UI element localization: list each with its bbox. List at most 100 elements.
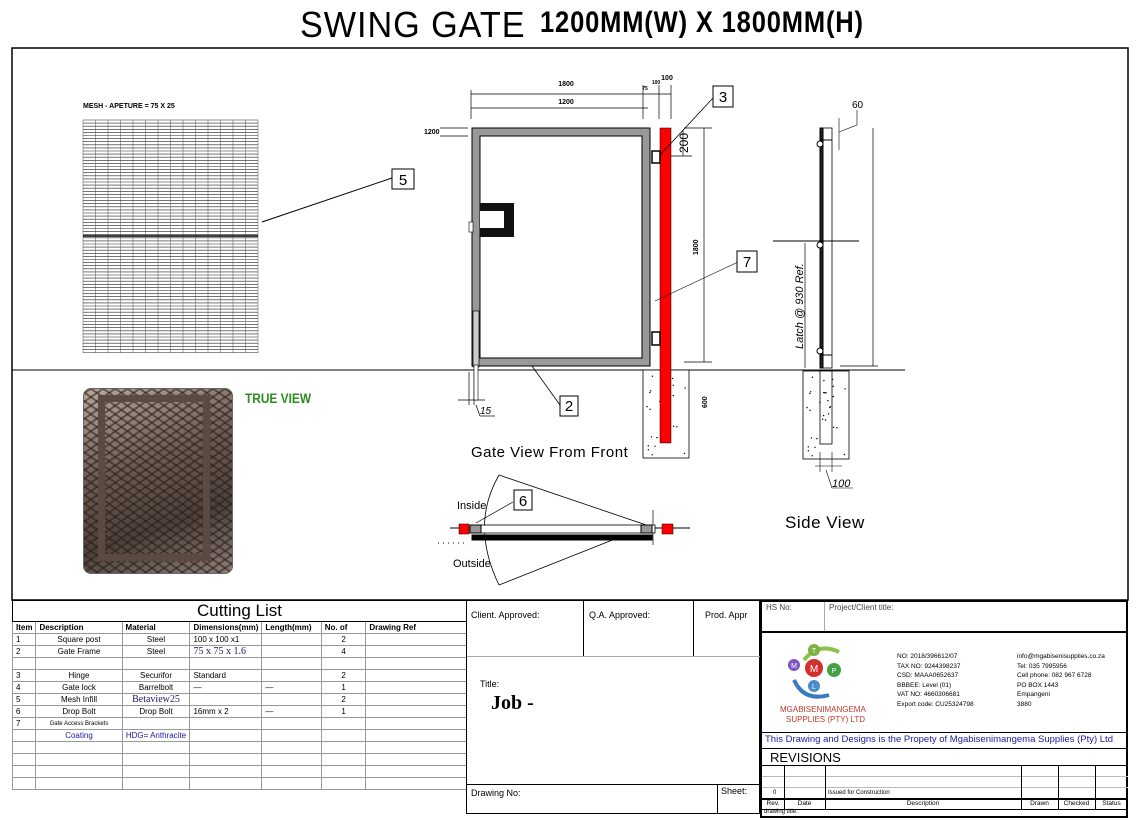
table-cell bbox=[261, 765, 322, 778]
table-cell: Coating bbox=[35, 729, 123, 742]
column-header: Drawing Ref bbox=[365, 621, 467, 634]
side-view bbox=[773, 110, 878, 489]
approval-block: Client. Approved: Q.A. Approved: Prod. A… bbox=[466, 600, 761, 814]
gate-frame bbox=[471, 127, 651, 367]
sheet-label: Sheet: bbox=[721, 786, 748, 796]
table-cell: 2 bbox=[11, 645, 37, 658]
table-cell bbox=[261, 741, 322, 754]
table-cell bbox=[365, 693, 467, 706]
table-cell bbox=[320, 765, 367, 778]
table-cell: Square post bbox=[35, 633, 123, 646]
prod-approved-label: Prod. Appr bbox=[705, 610, 748, 620]
table-cell bbox=[365, 729, 467, 742]
dim-gate-width: 1200 bbox=[558, 99, 574, 106]
table-cell: Steel bbox=[121, 633, 191, 646]
table-cell: 3 bbox=[11, 669, 37, 682]
dim-hinge-offset: 200 bbox=[677, 133, 691, 153]
table-row bbox=[11, 777, 467, 790]
client-approved-label: Client. Approved: bbox=[471, 610, 540, 620]
table-cell bbox=[11, 729, 37, 742]
column-header: Material bbox=[121, 621, 191, 634]
table-cell bbox=[365, 645, 467, 658]
table-cell bbox=[365, 777, 467, 790]
table-cell bbox=[320, 717, 367, 730]
table-cell: 16mm x 2 bbox=[189, 705, 263, 718]
table-cell bbox=[365, 657, 467, 670]
table-row bbox=[11, 753, 467, 766]
drawing-dimensions-title: 1200MM(W) X 1800MM(H) bbox=[540, 6, 864, 39]
plan-view bbox=[438, 474, 690, 586]
cutting-list-title: Cutting List bbox=[12, 600, 467, 622]
mesh-label: MESH - APETURE = 75 X 25 bbox=[83, 103, 175, 110]
contact-line: info@mgabisenisupplies.co.za bbox=[1017, 653, 1105, 660]
table-cell bbox=[261, 693, 322, 706]
table-cell bbox=[320, 729, 367, 742]
callout-6: 6 bbox=[519, 493, 527, 510]
table-cell bbox=[261, 717, 322, 730]
table-cell bbox=[11, 765, 37, 778]
hinge-bottom bbox=[651, 331, 661, 346]
svg-text:T: T bbox=[812, 648, 817, 655]
company-title-block: HS No: Project/Client title: T M M P L M… bbox=[760, 600, 1128, 818]
table-cell: HDG= Anthracite bbox=[121, 729, 191, 742]
table-cell bbox=[320, 657, 367, 670]
table-cell: Drop Bolt bbox=[35, 705, 123, 718]
revision-header: Description bbox=[906, 800, 940, 807]
table-cell: Mesh Infill bbox=[35, 693, 123, 706]
dim-top-offset: 1200 bbox=[424, 129, 440, 136]
table-cell bbox=[11, 777, 37, 790]
table-cell bbox=[35, 777, 123, 790]
title-label: Title: bbox=[480, 679, 500, 689]
reg-line: TAX NO: 9244398237 bbox=[897, 662, 961, 670]
property-notice: This Drawing and Designs is the Propety … bbox=[765, 734, 1113, 745]
table-cell bbox=[365, 681, 467, 694]
reg-line: VAT NO: 4660306681 bbox=[897, 691, 960, 699]
table-cell: Gate Frame bbox=[35, 645, 123, 658]
table-cell bbox=[189, 753, 263, 766]
table-cell: 1 bbox=[320, 681, 367, 694]
drawing-title-label: drawing title: bbox=[764, 809, 798, 815]
true-view-photo bbox=[83, 388, 233, 574]
table-cell bbox=[261, 645, 322, 658]
table-cell: Gate lock bbox=[35, 681, 123, 694]
svg-text:L: L bbox=[812, 684, 816, 691]
table-cell: 5 bbox=[11, 693, 37, 706]
table-cell bbox=[35, 657, 123, 670]
revision-header: Drawn bbox=[1030, 800, 1049, 807]
contact-line: PO BOX 1443 bbox=[1017, 681, 1059, 689]
table-cell bbox=[365, 633, 467, 646]
dim-gap: 75 bbox=[642, 86, 648, 92]
dim-overall-width: 1800 bbox=[558, 81, 574, 88]
table-cell bbox=[365, 753, 467, 766]
callout-box-5 bbox=[391, 168, 415, 190]
table-cell: 6 bbox=[11, 705, 37, 718]
drawing-no-label: Drawing No: bbox=[471, 788, 521, 798]
table-cell bbox=[365, 717, 467, 730]
table-cell bbox=[320, 741, 367, 754]
outside-label: Outside bbox=[453, 558, 491, 570]
table-cell: 100 x 100 x1 bbox=[189, 633, 263, 646]
table-cell bbox=[261, 753, 322, 766]
table-cell bbox=[365, 741, 467, 754]
table-cell bbox=[261, 633, 322, 646]
table-cell bbox=[320, 753, 367, 766]
hs-no-label: HS No: bbox=[766, 603, 792, 612]
reg-line: Export code: CU25324798 bbox=[897, 700, 974, 708]
callout-box-2 bbox=[559, 395, 579, 417]
table-cell bbox=[121, 717, 191, 730]
table-cell: 4 bbox=[320, 645, 367, 658]
table-cell: 1 bbox=[320, 705, 367, 718]
table-cell: Drop Bolt bbox=[121, 705, 191, 718]
reg-line: NO: 2018/396612/07 bbox=[897, 653, 958, 660]
side-dim-top: 60 bbox=[852, 100, 864, 111]
table-cell: Securifor bbox=[121, 669, 191, 682]
table-cell bbox=[189, 777, 263, 790]
dim-post-a: 100 bbox=[652, 80, 661, 86]
table-cell bbox=[11, 753, 37, 766]
table-cell bbox=[121, 741, 191, 754]
contact-line: Cell phone: 082 967 6728 bbox=[1017, 672, 1092, 680]
